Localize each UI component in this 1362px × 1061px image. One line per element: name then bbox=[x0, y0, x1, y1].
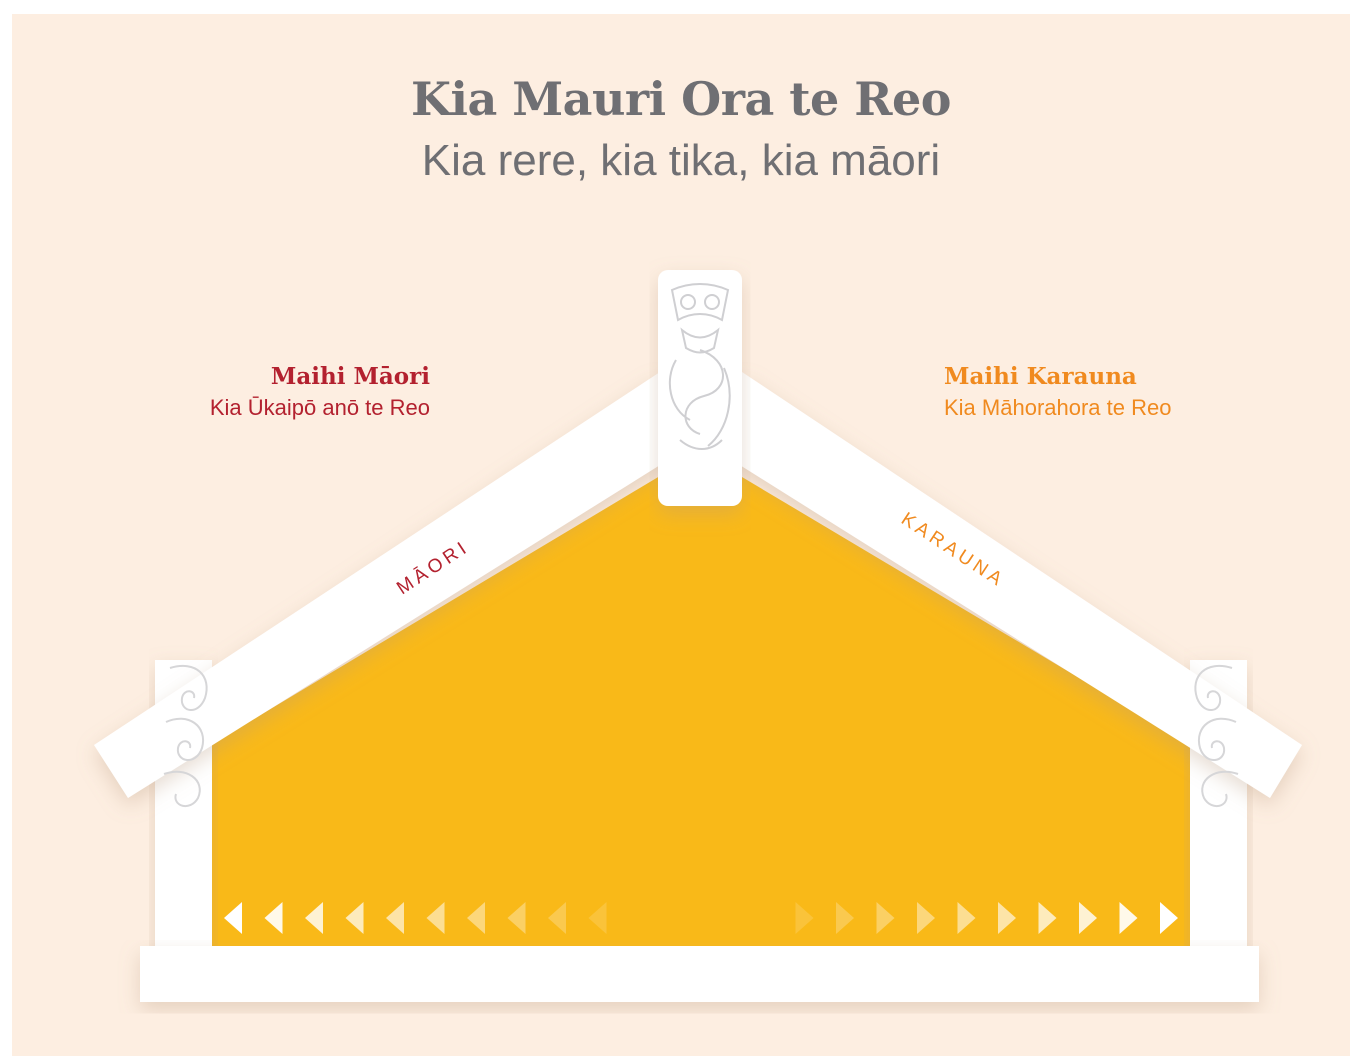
chevron-right-icon bbox=[836, 902, 854, 934]
tekoteko-post bbox=[658, 270, 742, 506]
right-bargeboard bbox=[700, 372, 1302, 798]
chevron-right-icon bbox=[1119, 902, 1138, 934]
maihi-maori-heading: Maihi Māori bbox=[270, 363, 430, 390]
maihi-karauna-label: Maihi Karauna Kia Māhorahora te Reo bbox=[944, 362, 1171, 424]
koru-carving-right-icon bbox=[1194, 665, 1239, 808]
chevron-left-icon bbox=[386, 902, 404, 934]
page-subtitle: Kia rere, kia tika, kia māori bbox=[421, 136, 941, 185]
left-bargeboard bbox=[94, 372, 700, 798]
house-interior bbox=[212, 452, 1190, 948]
arrows-right-row bbox=[795, 902, 1178, 934]
chevron-left-icon bbox=[588, 902, 607, 934]
chevron-right-icon bbox=[1079, 902, 1097, 934]
maihi-karauna-heading: Maihi Karauna bbox=[944, 363, 1137, 390]
chevron-right-icon bbox=[1160, 902, 1178, 934]
chevron-left-icon bbox=[467, 902, 485, 934]
chevron-left-icon bbox=[305, 902, 323, 934]
maihi-maori-label: Maihi Māori Kia Ūkaipō anō te Reo bbox=[210, 362, 430, 424]
page-title: Kia Mauri Ora te Reo bbox=[410, 72, 952, 126]
maihi-karauna-subheading: Kia Māhorahora te Reo bbox=[944, 395, 1172, 420]
chevron-right-icon bbox=[917, 902, 935, 934]
chevron-right-icon bbox=[957, 902, 976, 934]
tekoteko-carving-icon bbox=[668, 283, 731, 450]
koru-carving-left-icon bbox=[163, 665, 208, 808]
chevron-left-icon bbox=[264, 902, 283, 934]
chevron-left-icon bbox=[345, 902, 364, 934]
maihi-maori-subheading: Kia Ūkaipō anō te Reo bbox=[209, 395, 430, 420]
chevron-left-icon bbox=[507, 902, 526, 934]
arrows-left-row bbox=[224, 902, 607, 934]
house-base bbox=[140, 946, 1259, 1002]
chevron-left-icon bbox=[548, 902, 566, 934]
chevron-right-icon bbox=[876, 902, 895, 934]
chevron-right-icon bbox=[1038, 902, 1057, 934]
chevron-left-icon bbox=[224, 902, 242, 934]
chevron-right-icon bbox=[795, 902, 814, 934]
chevron-left-icon bbox=[426, 902, 445, 934]
chevron-right-icon bbox=[998, 902, 1016, 934]
